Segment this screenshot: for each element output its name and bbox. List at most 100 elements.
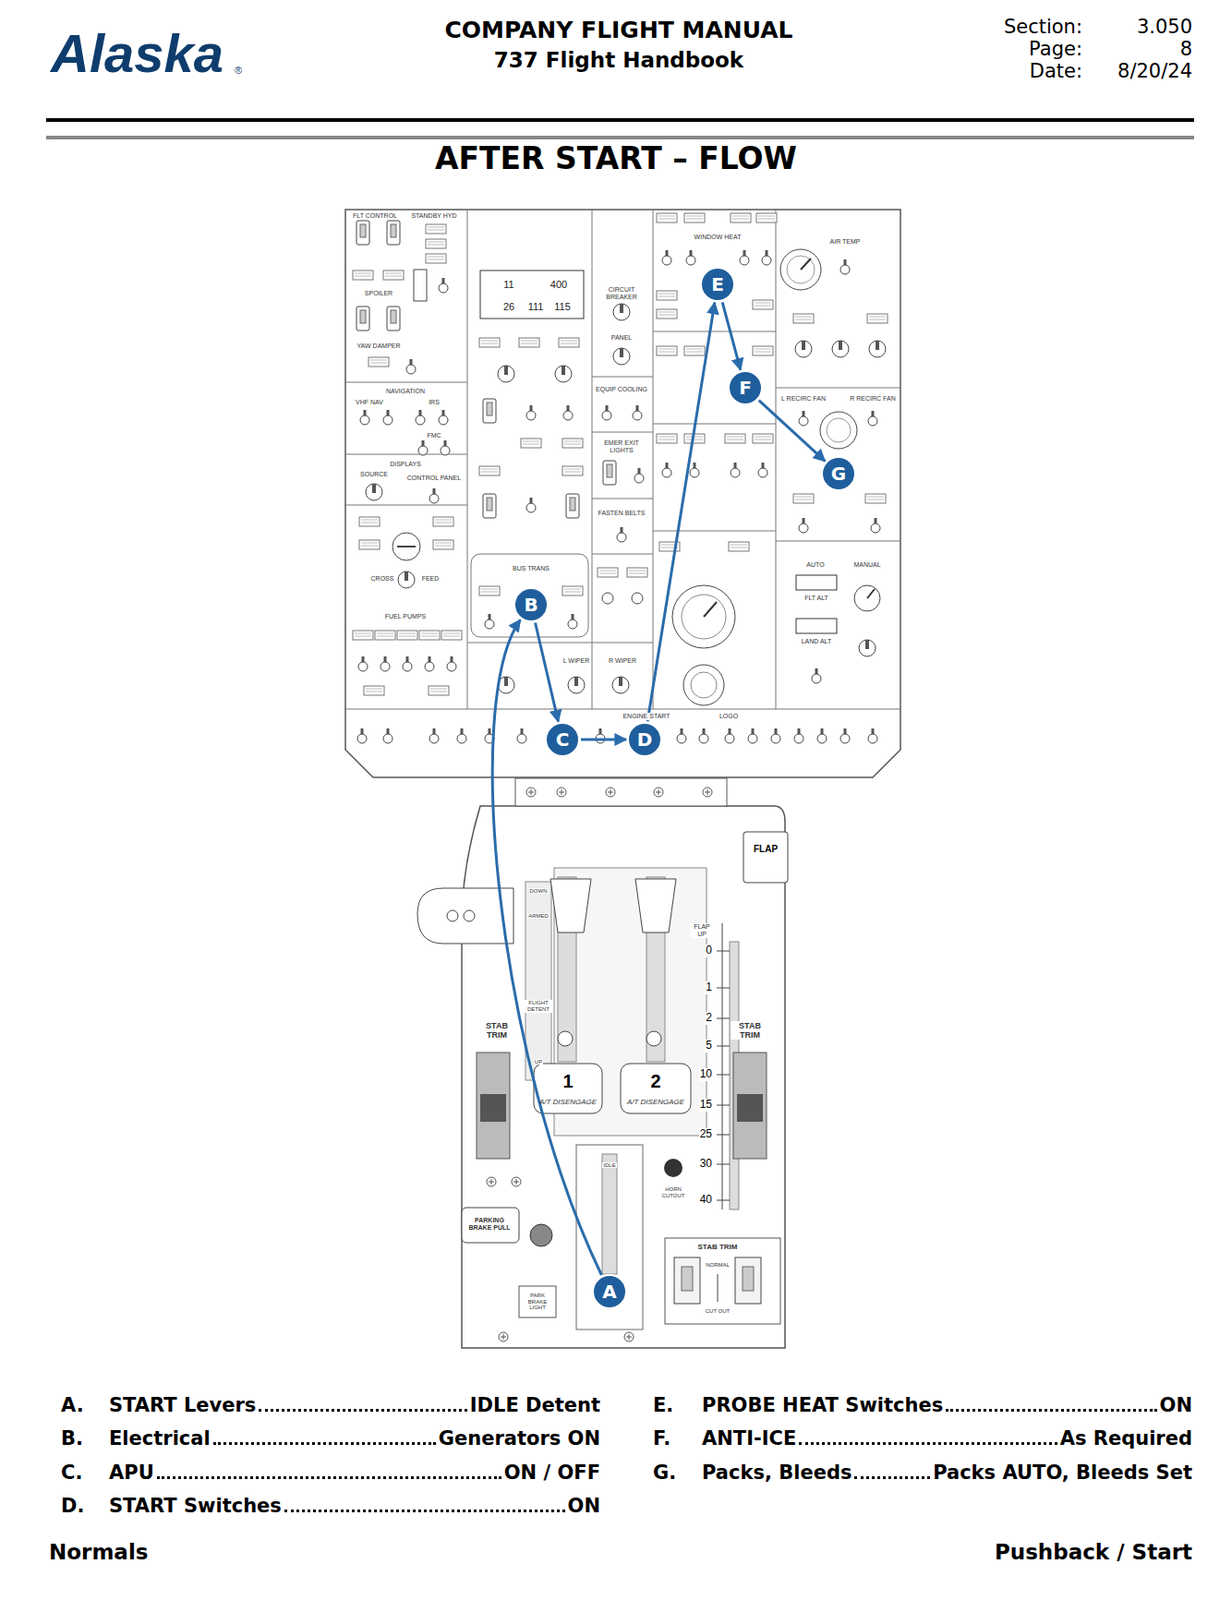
panel-label: CONTROL PANEL [406, 474, 462, 483]
overhead-panel [632, 405, 642, 421]
panel-label: SOURCE [359, 471, 389, 479]
checklist-letter: G. [652, 1461, 677, 1485]
header-rule [46, 135, 1195, 140]
panel-label: AIR TEMP [829, 238, 862, 246]
overhead-panel [612, 676, 629, 694]
throttle-quadrant [515, 778, 727, 807]
overhead-panel [425, 253, 447, 264]
overhead-panel [840, 259, 850, 275]
panel-label: FEED [421, 575, 441, 583]
panel-label: 111 [528, 301, 544, 314]
overhead-panel [402, 656, 412, 672]
throttle-quadrant [722, 923, 724, 1210]
throttle-quadrant [526, 787, 536, 798]
overhead-panel [418, 440, 428, 456]
callout-circle: G [821, 456, 857, 492]
throttle-quadrant [664, 1159, 683, 1178]
overhead-panel [867, 314, 888, 324]
overhead-panel [684, 346, 705, 356]
overhead-panel [595, 728, 605, 744]
overhead-panel [520, 438, 542, 448]
throttle-quadrant [463, 910, 475, 922]
throttle-quadrant [476, 1052, 510, 1160]
throttle-quadrant [461, 1207, 520, 1244]
overhead-panel [652, 423, 776, 425]
overhead-panel [479, 338, 500, 348]
overhead-panel [689, 462, 700, 478]
panel-label: DOWN [529, 888, 549, 895]
panel-label: STAB TRIM [698, 1243, 738, 1252]
throttle-quadrant [735, 1257, 761, 1305]
panel-label: DISPLAYS [388, 460, 423, 469]
overhead-panel [345, 382, 468, 384]
throttle-quadrant [742, 1267, 754, 1292]
overhead-panel [446, 656, 457, 672]
panel-label: YAW DAMPER [355, 342, 401, 351]
callout-letter: G [831, 464, 846, 484]
callout-circle: D [627, 722, 663, 758]
throttle-quadrant [733, 1052, 767, 1160]
header-text: COMPANY FLIGHT MANUAL [444, 17, 793, 45]
overhead-panel [428, 686, 449, 696]
overhead-panel [356, 306, 370, 331]
overhead-panel [591, 209, 593, 710]
flow-arrow [580, 738, 627, 742]
overhead-panel [730, 213, 751, 223]
overhead-panel [359, 540, 380, 550]
panel-label: 5 [704, 1039, 713, 1053]
overhead-panel [771, 728, 781, 744]
throttle-quadrant [635, 879, 677, 933]
panel-label: NORMAL [705, 1262, 730, 1269]
panel-label: FLT CONTROL [351, 212, 399, 220]
callout-letter: D [637, 730, 653, 749]
checklist-value: ON / OFF [504, 1461, 601, 1485]
overhead-panel [728, 542, 749, 552]
overhead-panel [365, 483, 383, 501]
overhead-panel [397, 545, 416, 548]
header-text: Page: [1028, 37, 1083, 61]
overhead-panel [425, 224, 447, 234]
panel-label: EQUIP COOLING [594, 386, 649, 394]
checklist-letter: B. [60, 1427, 84, 1450]
overhead-panel [497, 365, 515, 383]
overhead-panel [413, 269, 427, 302]
panel-label: MANUAL [852, 561, 882, 569]
overhead-panel [591, 498, 653, 500]
panel-label: ARMED [527, 913, 550, 920]
overhead-panel [398, 571, 415, 589]
checklist-item: START Switches [108, 1495, 282, 1518]
callout-circle: B [513, 587, 549, 623]
throttle-quadrant [716, 1046, 730, 1048]
panel-label: CIRCUIT BREAKER [593, 286, 650, 302]
callout-letter: C [555, 730, 570, 749]
checklist-item: Packs, Bleeds [701, 1461, 852, 1485]
overhead-panel [602, 592, 614, 604]
overhead-panel [479, 466, 500, 476]
throttle-quadrant [653, 787, 664, 798]
overhead-panel [397, 630, 418, 641]
overhead-panel [471, 554, 589, 638]
header-text: 3.050 [1136, 15, 1193, 38]
overhead-panel [796, 575, 837, 591]
panel-label: STAB TRIM [477, 1021, 517, 1041]
overhead-panel [419, 630, 440, 641]
panel-label: 0 [704, 944, 713, 958]
dot-leader [798, 1442, 1057, 1446]
overhead-panel [433, 540, 454, 550]
checklist-letter: E. [652, 1394, 674, 1417]
panel-label: 11 [503, 278, 514, 291]
overhead-panel [591, 554, 653, 556]
overhead-panel [817, 728, 827, 744]
page-title: AFTER START – FLOW [434, 141, 798, 177]
overhead-panel [800, 258, 811, 270]
panel-label: WINDOW HEAT [693, 233, 743, 242]
overhead-panel [441, 630, 462, 641]
overhead-panel [786, 255, 815, 284]
overhead-panel [467, 209, 469, 710]
overhead-panel [681, 594, 726, 640]
throttle-quadrant [550, 879, 592, 933]
overhead-panel [854, 585, 881, 612]
overhead-panel [865, 494, 886, 504]
overhead-panel [359, 517, 380, 527]
